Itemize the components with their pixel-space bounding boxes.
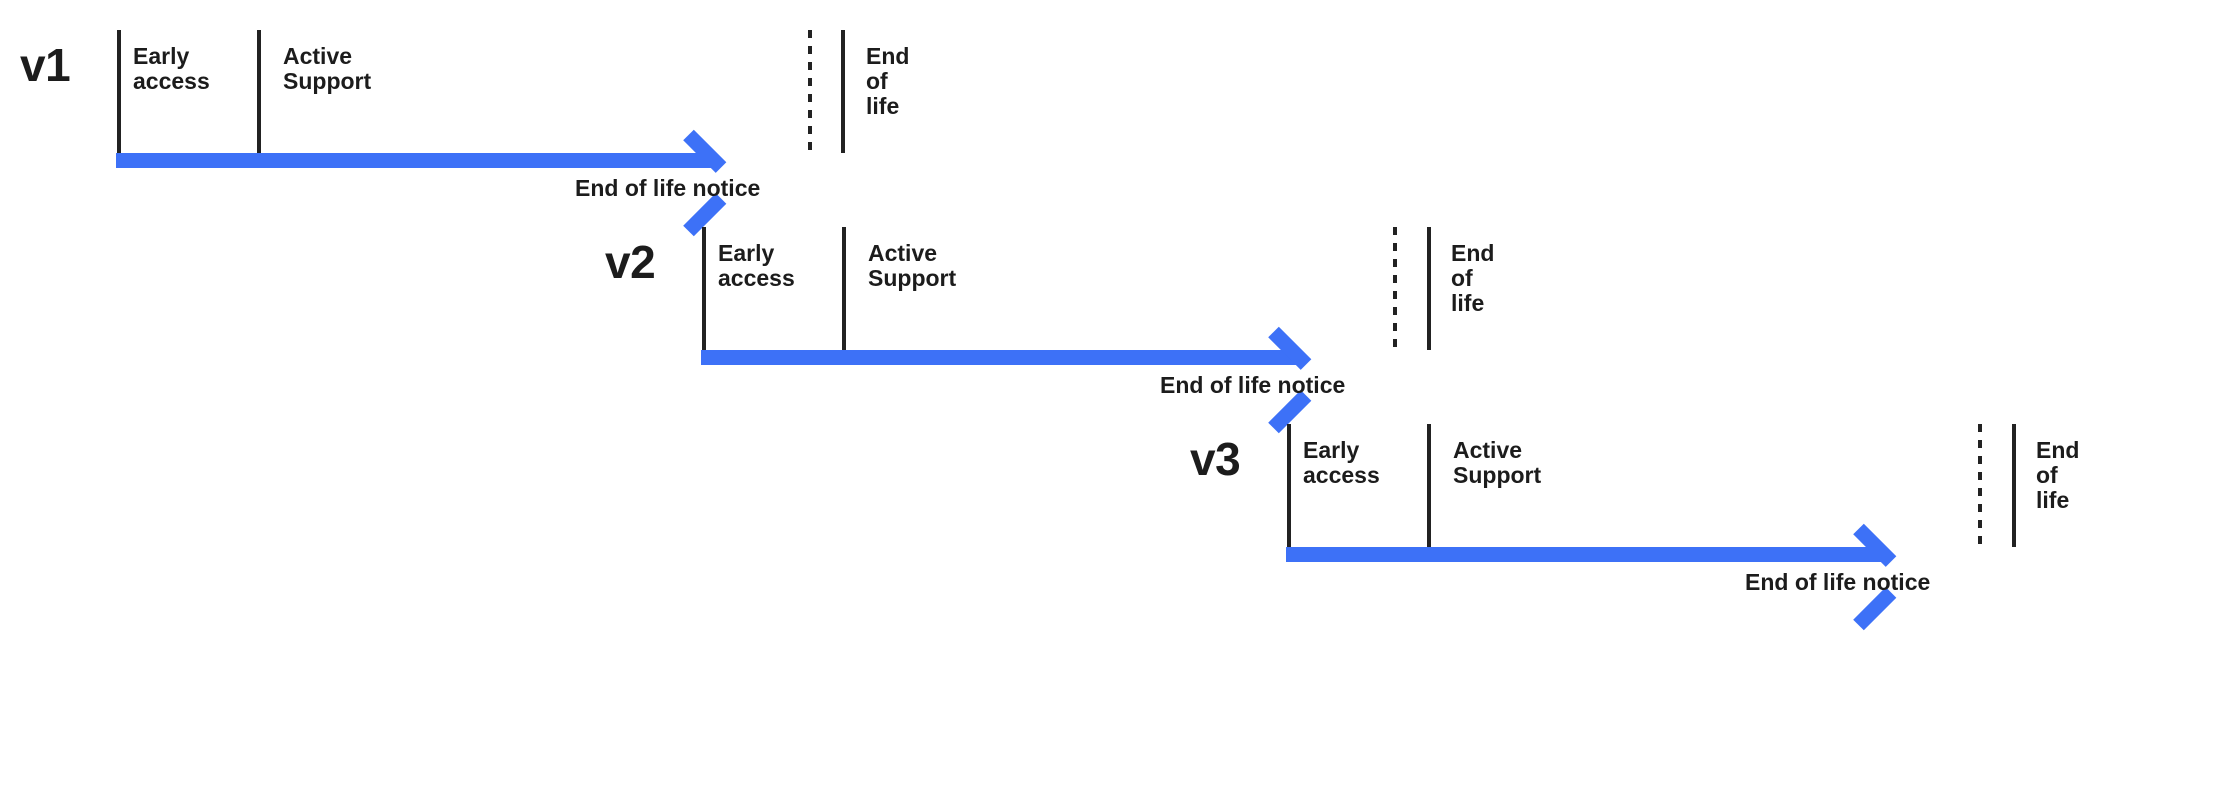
version-label-v3: v3	[1190, 433, 1241, 485]
phase-divider-v2-0	[702, 227, 706, 350]
phase-divider-v1-2	[841, 30, 845, 153]
eol-notice-marker-v2-0	[1393, 227, 1397, 350]
phase-divider-v1-1	[257, 30, 261, 153]
phase-divider-v1-0	[117, 30, 121, 153]
phase-divider-v2-1	[842, 227, 846, 350]
phase-label-early-access-v3: Early access	[1303, 437, 1380, 488]
phase-divider-v2-2	[1427, 227, 1431, 350]
phase-divider-v3-1	[1427, 424, 1431, 547]
eol-notice-label-v3: End of life notice	[1745, 569, 1931, 595]
timeline-bar-v2	[701, 350, 1297, 365]
timeline-bar-v3	[1286, 547, 1882, 562]
phase-label-active-support-v3: Active Support	[1453, 437, 1542, 488]
eol-notice-label-v1: End of life notice	[575, 175, 761, 201]
phase-label-active-support-v2: Active Support	[868, 240, 957, 291]
phase-label-early-access-v1: Early access	[133, 43, 210, 94]
version-label-v1: v1	[20, 39, 71, 91]
phase-divider-v3-0	[1287, 424, 1291, 547]
phase-label-end-of-life-v3: End of life	[2036, 437, 2080, 513]
eol-notice-marker-v3-0	[1978, 424, 1982, 547]
phase-label-end-of-life-v2: End of life	[1451, 240, 1495, 316]
timeline-bar-v1	[116, 153, 712, 168]
eol-notice-marker-v1-0	[808, 30, 812, 153]
phase-label-active-support-v1: Active Support	[283, 43, 372, 94]
phase-label-end-of-life-v1: End of life	[866, 43, 910, 119]
phase-divider-v3-2	[2012, 424, 2016, 547]
phase-label-early-access-v2: Early access	[718, 240, 795, 291]
version-label-v2: v2	[605, 236, 656, 288]
eol-notice-label-v2: End of life notice	[1160, 372, 1346, 398]
